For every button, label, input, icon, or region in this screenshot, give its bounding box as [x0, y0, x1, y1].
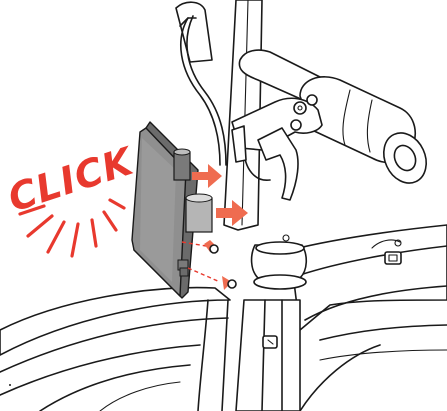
click-callout: CLICK: [3, 138, 140, 256]
click-burst-icon: [20, 200, 124, 256]
front-fender: [0, 288, 230, 411]
frame-bodywork: [290, 225, 447, 411]
head-tube: [198, 235, 306, 411]
dashed-guide-icon: [188, 268, 220, 282]
mount-plate: [132, 122, 212, 298]
click-text: CLICK: [3, 138, 140, 220]
